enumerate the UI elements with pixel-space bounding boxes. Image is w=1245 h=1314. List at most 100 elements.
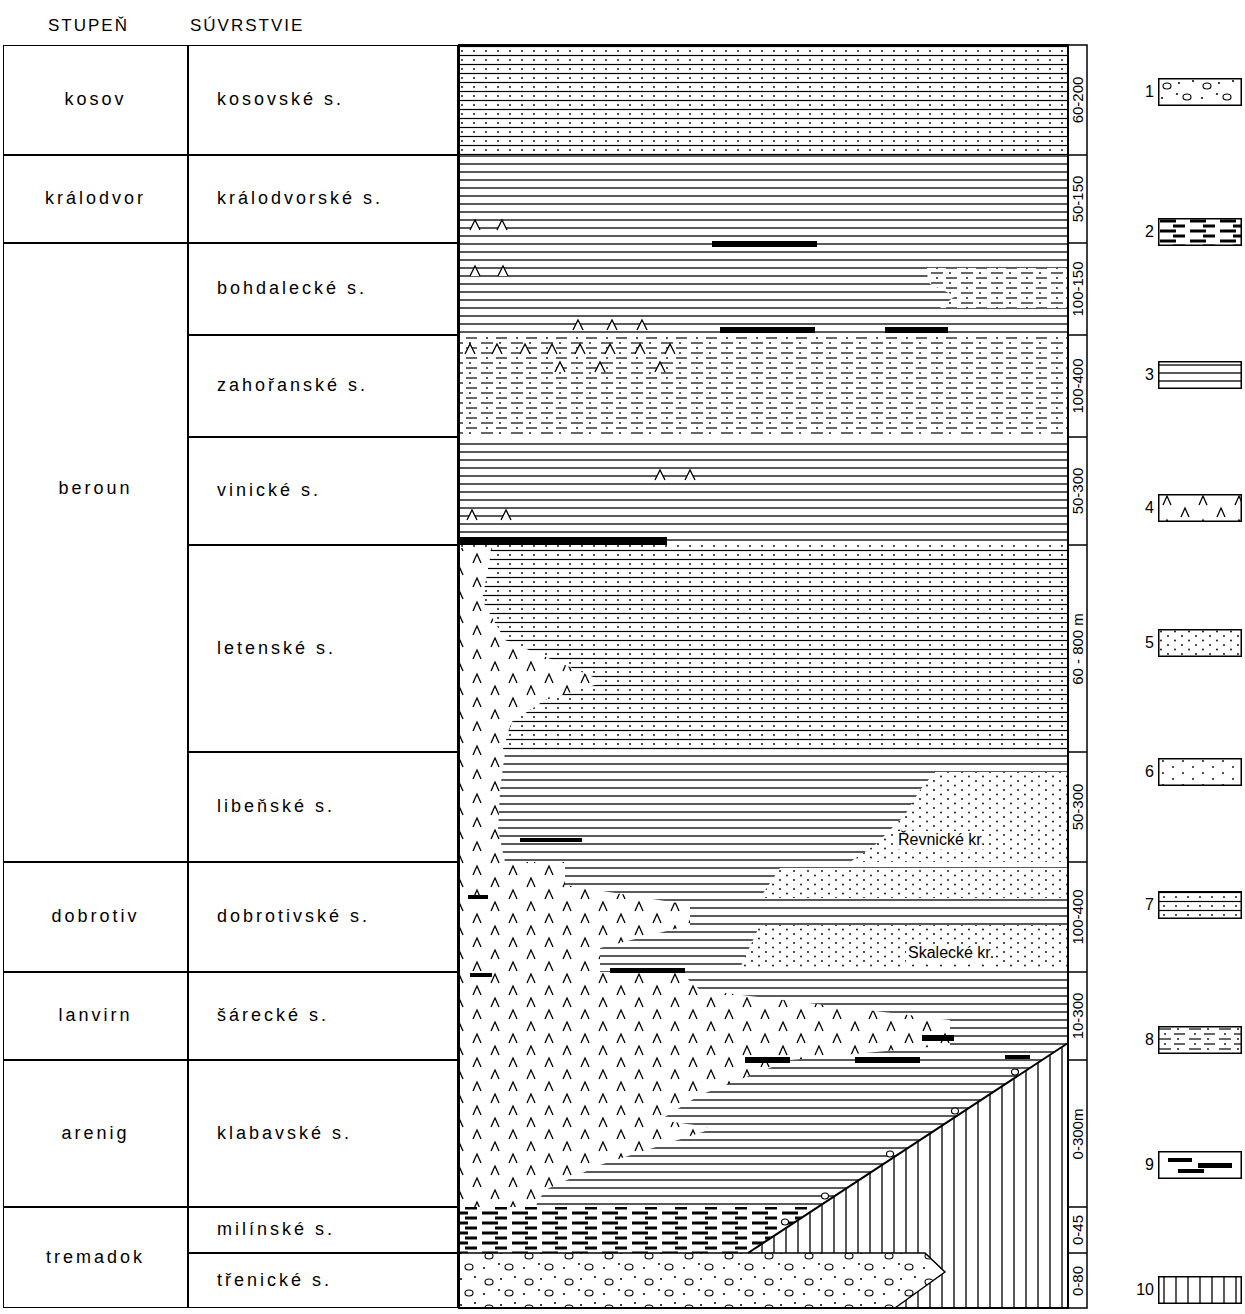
black-shale-lens	[855, 1057, 920, 1063]
legend-item: 6	[1120, 758, 1244, 786]
swatch-part	[1168, 1158, 1192, 1162]
volcanic-symbol	[655, 362, 665, 372]
legend-item: 9	[1120, 1151, 1244, 1179]
rock-body	[460, 1060, 790, 1207]
unit-name: vinické s.	[217, 480, 321, 502]
volcanic-symbol	[575, 344, 585, 354]
rock-layer	[460, 545, 1068, 752]
legend-swatch	[1158, 494, 1242, 522]
swatch-part	[1158, 494, 1242, 522]
rock-body	[460, 548, 605, 752]
thickness-label: 100-400	[1069, 889, 1086, 944]
legend-item: 3	[1120, 361, 1244, 389]
volcanic-symbol	[555, 362, 565, 372]
column-header: SÚVRSTVIE	[190, 17, 304, 36]
thickness-label: 0-80	[1069, 1265, 1086, 1295]
volcanic-symbol	[573, 320, 583, 330]
thickness-label: 0-300m	[1069, 1108, 1086, 1159]
legend-number: 1	[1120, 83, 1154, 101]
pebble-symbol	[822, 1193, 829, 1199]
unit-name: králodvorské s.	[217, 188, 383, 210]
rock-layer	[460, 155, 1068, 243]
black-shale-lens	[720, 327, 815, 333]
unit-name: dobrotivské s.	[217, 906, 370, 928]
stage-cell: králodvor	[3, 155, 188, 243]
legend-swatch	[1158, 1276, 1242, 1304]
unit-name: zahořanské s.	[217, 375, 368, 397]
volcanic-symbol	[470, 266, 480, 276]
swatch-part	[1158, 1026, 1242, 1054]
stage-cell: tremadok	[3, 1207, 188, 1308]
swatch-part	[1159, 759, 1242, 786]
swatch-part	[1158, 891, 1242, 919]
wedge-outline	[460, 1253, 945, 1308]
swatch-part	[1158, 758, 1242, 786]
legend-swatch	[1158, 758, 1242, 786]
drawing-part	[459, 45, 1087, 1308]
formation-cell: libeňské s.	[188, 752, 458, 862]
unit-name: dobrotiv	[51, 906, 139, 928]
volcanic-symbol	[655, 470, 665, 480]
legend-item: 7	[1120, 891, 1244, 919]
pebble-symbol	[952, 1108, 959, 1114]
formation-cell: dobrotivské s.	[188, 862, 458, 972]
thickness-divider	[1068, 861, 1087, 863]
volcanic-symbol	[665, 344, 675, 354]
swatch-part	[1159, 1027, 1242, 1054]
member-label: Skalecké kr.	[906, 944, 996, 962]
volcanic-symbol	[605, 344, 615, 354]
rock-layer	[460, 437, 1068, 545]
swatch-part	[1159, 79, 1242, 106]
swatch-part	[1159, 630, 1242, 657]
unit-name: libeňské s.	[217, 796, 335, 818]
rock-body	[925, 268, 1068, 308]
black-shale-lens	[922, 1035, 954, 1041]
volcanic-symbol	[467, 510, 477, 520]
legend-item: 10	[1120, 1276, 1244, 1304]
volcanic-symbol	[470, 220, 480, 230]
volcanic-symbol	[501, 510, 511, 520]
thickness-label: 60-200	[1069, 77, 1086, 124]
legend-number: 4	[1120, 499, 1154, 517]
thickness-divider	[1068, 751, 1087, 753]
rock-body	[740, 925, 1068, 968]
unit-name: třenické s.	[217, 1270, 332, 1292]
unconformity-line	[748, 1043, 1068, 1253]
unit-name: letenské s.	[217, 638, 336, 660]
legend-number: 5	[1120, 634, 1154, 652]
volcanic-symbol	[498, 266, 508, 276]
unit-name: bohdalecké s.	[217, 278, 367, 300]
formation-cell: bohdalecké s.	[188, 243, 458, 335]
legend-item: 8	[1120, 1026, 1244, 1054]
volcanic-symbol	[492, 344, 502, 354]
swatch-part	[1158, 78, 1242, 106]
black-shale-lens	[470, 973, 492, 977]
legend-swatch	[1158, 361, 1242, 389]
legend-number: 3	[1120, 366, 1154, 384]
formation-cell: šárecké s.	[188, 972, 458, 1060]
thickness-divider	[1068, 154, 1087, 156]
volcanic-symbol	[547, 344, 557, 354]
black-shale-lens	[610, 968, 685, 973]
black-shale-lens	[520, 838, 582, 842]
thickness-label: 50-300	[1069, 468, 1086, 515]
rock-layer	[460, 335, 1068, 437]
stage-cell: beroun	[3, 243, 188, 862]
volcanic-symbol	[595, 362, 605, 372]
thickness-divider	[1068, 1059, 1087, 1061]
unit-name: milínské s.	[217, 1219, 335, 1241]
unit-name: klabavské s.	[217, 1123, 352, 1145]
thickness-divider	[1068, 544, 1087, 546]
stage-cell: lanvirn	[3, 972, 188, 1060]
rock-body	[760, 868, 1068, 898]
pebble-symbol	[887, 1151, 894, 1157]
rock-layer	[460, 972, 1068, 1060]
swatch-part	[1159, 219, 1242, 246]
formation-cell: milínské s.	[188, 1207, 458, 1253]
thickness-divider	[1068, 971, 1087, 973]
thickness-divider	[1068, 334, 1087, 336]
legend-number: 10	[1120, 1281, 1154, 1299]
volcanic-symbol	[497, 220, 507, 230]
legend-item: 4	[1120, 494, 1244, 522]
